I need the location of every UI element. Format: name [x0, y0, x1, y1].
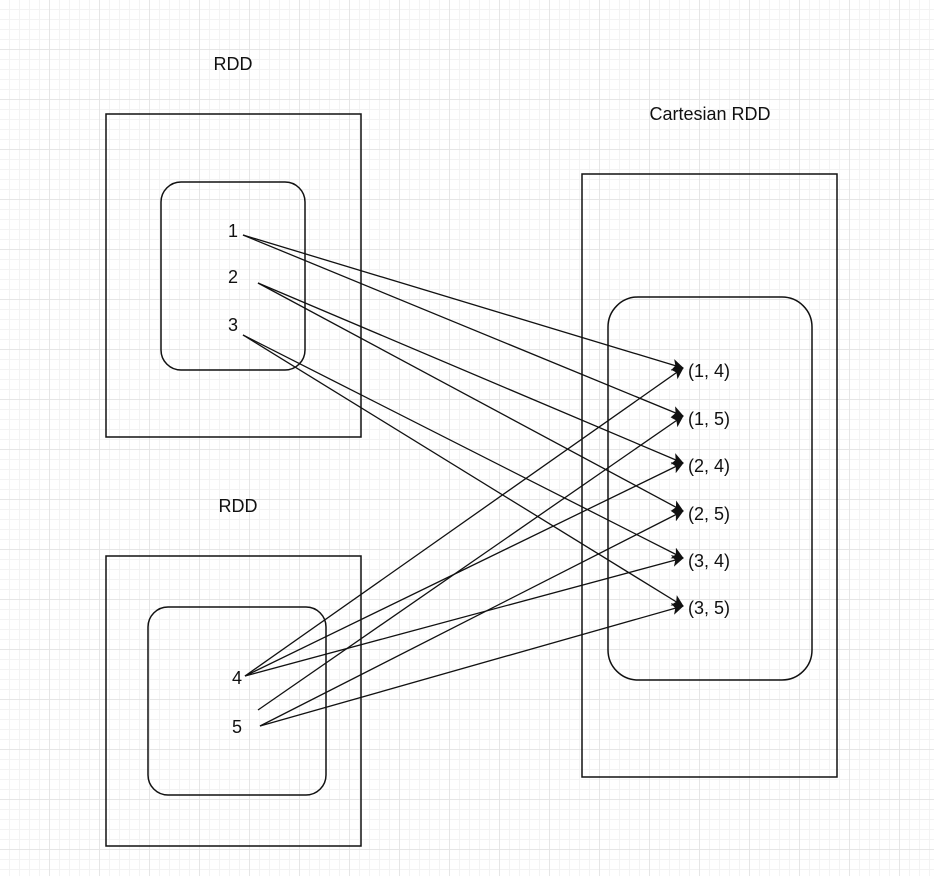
- edge-arrow: [257, 282, 684, 512]
- cartesian-rdd-outer-box: [581, 173, 838, 778]
- rdd-a-partition: [160, 181, 306, 371]
- edge-arrow: [257, 415, 684, 711]
- rdd-b-partition: [147, 606, 327, 796]
- rdd-b: RDD 4 5: [105, 496, 362, 847]
- pair-item: (2, 4): [688, 456, 730, 476]
- pair-item: (3, 5): [688, 598, 730, 618]
- cartesian-rdd-partition: [607, 296, 813, 681]
- pair-item: (3, 4): [688, 551, 730, 571]
- edges-layer: [242, 234, 684, 727]
- edge-arrow: [242, 234, 684, 371]
- rdd-b-title: RDD: [219, 496, 258, 516]
- pair-item: (1, 4): [688, 361, 730, 381]
- edge-arrow: [259, 603, 684, 727]
- edge-arrow: [242, 234, 684, 418]
- rdd-a-outer-box: [105, 113, 362, 438]
- rdd-a-element: 1: [228, 221, 238, 241]
- edge-arrow: [259, 510, 684, 727]
- rdd-a-element: 3: [228, 315, 238, 335]
- edge-arrow: [244, 462, 684, 677]
- edge-arrow: [242, 334, 684, 559]
- edge-arrow: [244, 367, 684, 677]
- edge-arrow: [244, 555, 684, 677]
- pair-item: (2, 5): [688, 504, 730, 524]
- rdd-b-outer-box: [105, 555, 362, 847]
- rdd-b-element: 4: [232, 668, 242, 688]
- cartesian-rdd-title: Cartesian RDD: [649, 104, 770, 124]
- rdd-a-element: 2: [228, 267, 238, 287]
- rdd-b-element: 5: [232, 717, 242, 737]
- edge-arrow: [242, 334, 684, 607]
- edge-arrow: [257, 282, 684, 465]
- rdd-a-title: RDD: [214, 54, 253, 74]
- cartesian-rdd: Cartesian RDD (1, 4) (1, 5) (2, 4) (2, 5…: [581, 104, 838, 778]
- pair-item: (1, 5): [688, 409, 730, 429]
- rdd-a: RDD 1 2 3: [105, 54, 362, 438]
